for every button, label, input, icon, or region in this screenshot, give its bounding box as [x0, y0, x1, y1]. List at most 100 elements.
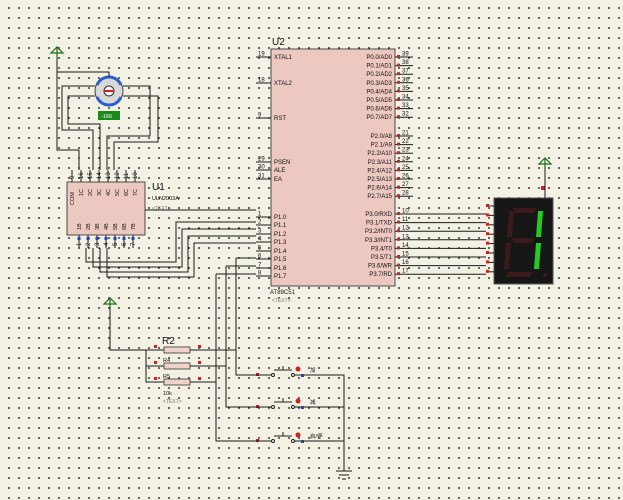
mcu-pin-number: 39 — [402, 52, 409, 58]
push-buttons[interactable]: 加减启/停 — [196, 257, 352, 480]
mcu-pin-marker — [397, 80, 400, 84]
driver-pin-number: 1 — [77, 242, 83, 246]
mcu-pin-name: P1.4 — [274, 249, 287, 255]
display-pins — [486, 186, 546, 273]
driver-pin-number: 16 — [79, 172, 85, 179]
mcu-pin-name: XTAL1 — [274, 55, 293, 61]
button-contact — [271, 373, 275, 377]
mcu-pin-name: P1.7 — [274, 274, 287, 280]
mcu-pin-number: 10 — [402, 209, 409, 215]
driver-pin-number: 9 — [70, 175, 76, 179]
mcu-pin-number: 28 — [402, 191, 409, 197]
display-common-pin — [541, 186, 545, 190]
driver-pin-number: 15 — [88, 172, 94, 179]
mcu-right-pins: P0.0/AD039P0.1/AD138P0.2/AD237P0.3/AD336… — [365, 52, 413, 278]
button-pin-marker — [301, 374, 304, 377]
button3-wire — [196, 274, 262, 442]
button-pin-marker — [301, 406, 304, 409]
power-terminal-display — [537, 157, 553, 168]
mcu-pin-marker — [397, 220, 400, 224]
mcu-pin-marker — [397, 55, 400, 58]
mcu-pin-number: 24 — [402, 156, 409, 162]
mcu-pin-number: 5 — [258, 246, 262, 252]
mcu-pin-name: P2.0/A8 — [371, 134, 393, 140]
mcu-pin-name: EA — [274, 177, 282, 183]
driver-pin-marker — [95, 237, 99, 240]
button-state-indicator — [295, 366, 301, 372]
segment-d — [505, 272, 533, 277]
mcu-pin-name: P3.6/WR — [368, 264, 393, 270]
mcu-text-placeholder: <TEXT> — [272, 298, 291, 304]
mcu-pin-name: P0.5/AD5 — [366, 98, 392, 104]
mcu-pin-number: 11 — [402, 217, 409, 223]
mcu-pin-marker — [397, 115, 400, 119]
mcu-pin-number: 12 — [402, 226, 409, 232]
stepper-motor[interactable]: -166 — [49, 46, 138, 120]
segment-c — [534, 243, 541, 269]
mcu-pin-name: ALE — [274, 168, 285, 174]
segment-b — [536, 211, 543, 237]
mcu-pin-name: P1.3 — [274, 240, 287, 246]
resistor-body[interactable] — [163, 346, 191, 354]
mcu-pin-number: 7 — [258, 263, 262, 269]
display-pin-marker — [486, 232, 489, 236]
driver-ref: U1 — [152, 182, 165, 193]
mcu-pin-name: PSEN — [274, 160, 290, 166]
mcu-pin-marker — [397, 72, 400, 76]
driver-pin-name: 3B — [95, 223, 101, 230]
motor-driver-wires — [56, 72, 159, 170]
mcu-pin-marker — [397, 106, 400, 110]
mcu-pin-marker — [397, 185, 400, 189]
mcu-pin-name: P1.5 — [274, 257, 287, 263]
driver-pin-marker — [122, 237, 126, 240]
mcu-u2[interactable]: U2 AT89C51 <TEXT> 19XTAL118XTAL29RST29PS… — [256, 37, 413, 304]
mcu-pin-number: 31 — [258, 174, 265, 180]
mcu-pin-name: P1.6 — [274, 266, 287, 272]
mcu-pin-name: P0.0/AD0 — [366, 55, 392, 61]
mcu-pin-marker — [397, 229, 400, 233]
motor-readout: -166 — [101, 114, 112, 120]
driver-pin-name: 7C — [133, 189, 139, 196]
seven-segment-display[interactable] — [486, 157, 554, 285]
mcu-pin-marker — [397, 159, 400, 163]
ground-terminal — [336, 470, 352, 480]
mcu-pin-name: P3.7/RD — [369, 272, 392, 278]
motor-common-wire — [56, 58, 110, 77]
mcu-pin-marker — [397, 255, 400, 258]
driver-pin-name: 5B — [113, 223, 119, 230]
driver-pin-marker — [86, 237, 90, 240]
mcu-pin-name: RST — [274, 116, 286, 122]
motor-leads — [80, 85, 138, 97]
mcu-pin-marker — [397, 98, 400, 101]
mcu-pin-number: 2 — [258, 220, 262, 226]
resistor-pin — [154, 377, 157, 380]
mcu-pin-number: 4 — [258, 237, 262, 243]
driver-pin-name: 1B — [77, 223, 83, 230]
mcu-pin-name: P0.2/AD2 — [366, 72, 392, 78]
mcu-pin-number: 18 — [258, 78, 265, 84]
mcu-pin-name: P0.6/AD6 — [366, 107, 392, 113]
display-pin-marker — [486, 222, 489, 226]
mcu-pin-marker — [397, 89, 400, 93]
mcu-pin-number: 29 — [258, 157, 265, 163]
button-contact — [271, 405, 275, 409]
mcu-pin-number: 26 — [402, 174, 409, 180]
segment-dp — [543, 273, 547, 277]
mcu-pin-name: P3.2/INT0 — [365, 229, 393, 235]
mcu-pin-number: 25 — [402, 165, 409, 171]
mcu-body[interactable] — [270, 48, 396, 287]
resistor-text-placeholder: <TEXT> — [163, 399, 182, 405]
resistor-label: R5 — [163, 374, 170, 380]
driver-pin-number: 10 — [133, 172, 139, 179]
driver-pin-name: 4B — [104, 223, 110, 230]
mcu-pin-name: P2.5/A13 — [367, 177, 392, 183]
mcu-pin-name: P2.2/A10 — [367, 151, 392, 157]
mcu-pin-name: P2.7/A15 — [367, 194, 392, 200]
mcu-pin-number: 37 — [402, 69, 409, 75]
driver-body[interactable] — [66, 181, 146, 236]
display-pin-marker — [486, 241, 489, 245]
